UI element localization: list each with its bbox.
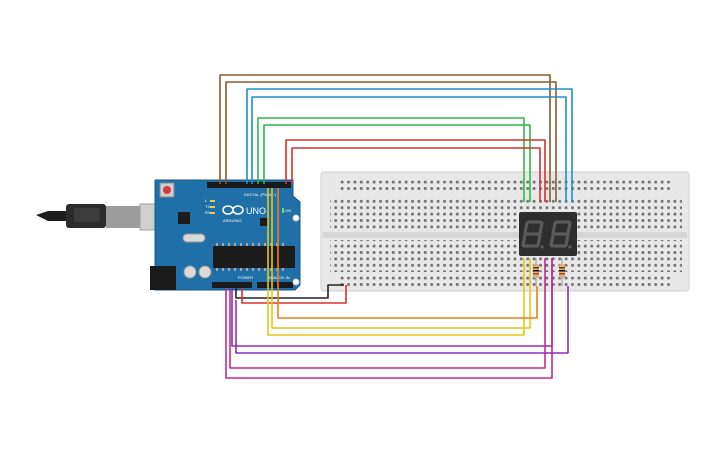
- terminal-strip-top: [330, 198, 682, 230]
- mount-hole: [292, 278, 300, 286]
- wire-red-gnd[interactable]: [241, 285, 347, 304]
- rx-label: RX: [205, 210, 211, 215]
- center-channel: [323, 232, 687, 238]
- wire-yellow[interactable]: [267, 188, 525, 336]
- l-label: L: [205, 198, 208, 203]
- wire-purple-2[interactable]: [235, 286, 569, 354]
- wire-blue[interactable]: [246, 88, 573, 202]
- wire-brown-2[interactable]: [225, 81, 557, 202]
- digital-label: DIGITAL (PWM ~): [244, 192, 277, 197]
- resistor-2[interactable]: [559, 258, 565, 286]
- digit-2-decimal-point: [568, 245, 572, 249]
- breadboard[interactable]: [320, 171, 690, 292]
- wire-brown[interactable]: [219, 74, 551, 202]
- capacitor-1: [183, 265, 197, 279]
- wire-magenta[interactable]: [225, 258, 553, 379]
- model-label: UNO: [246, 206, 266, 216]
- on-led: [282, 208, 284, 213]
- wire-green[interactable]: [257, 117, 525, 202]
- seven-segment-display[interactable]: [519, 212, 577, 256]
- digit-1: [521, 220, 544, 248]
- digit-2: [549, 220, 572, 248]
- resistor-1[interactable]: [533, 258, 539, 286]
- atmega-chip: [213, 246, 295, 268]
- usb-chip: [178, 212, 190, 224]
- crystal-oscillator: [182, 233, 206, 243]
- wire-blue-2[interactable]: [251, 96, 567, 202]
- arduino-uno-board[interactable]: ARDUINO UNO DIGITAL (PWM ~) POWER ANALOG…: [150, 179, 301, 291]
- analog-label: ANALOG IN: [268, 275, 290, 280]
- brand-label: ARDUINO: [223, 218, 241, 223]
- mount-hole: [292, 214, 300, 222]
- reset-button-cap: [163, 186, 171, 194]
- wire-yellow-2[interactable]: [271, 188, 531, 329]
- on-label: ON: [285, 208, 291, 213]
- wire-red-2[interactable]: [291, 147, 541, 202]
- top-power-rail: [340, 178, 670, 191]
- usb-cable-icon[interactable]: [36, 203, 173, 231]
- power-label: POWER: [238, 275, 253, 280]
- rx-led: [210, 212, 215, 214]
- chip-pins: [216, 243, 284, 271]
- terminal-strip-bottom: [330, 240, 682, 272]
- smd-chip: [260, 218, 268, 226]
- power-header: [212, 282, 252, 288]
- digit-1-decimal-point: [540, 245, 544, 249]
- bottom-power-rail: [340, 276, 670, 289]
- tx-label: TX: [205, 204, 210, 209]
- l-led: [210, 200, 215, 202]
- wire-green-2[interactable]: [263, 124, 531, 202]
- wire-magenta-2[interactable]: [229, 258, 546, 369]
- wire-orange[interactable]: [277, 188, 538, 319]
- tx-led: [210, 206, 215, 208]
- arduino-infinity-logo: [222, 205, 244, 215]
- wire-black[interactable]: [235, 284, 344, 299]
- analog-header: [257, 282, 293, 288]
- wire-red[interactable]: [285, 139, 546, 202]
- capacitor-2: [198, 265, 212, 279]
- digital-header: [207, 182, 291, 188]
- power-jack[interactable]: [150, 266, 176, 290]
